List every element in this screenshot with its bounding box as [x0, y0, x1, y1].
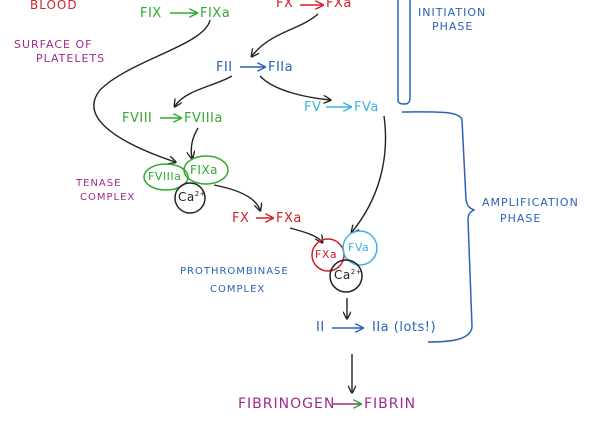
prothrombinase-ca: Ca2+: [334, 268, 362, 282]
tenase-fixa-circle: [183, 155, 229, 185]
tenase-fviiia: FVIIIa: [148, 170, 182, 183]
tenase-label-line2: COMPLEX: [80, 192, 136, 203]
fxa-top-label: FXa: [326, 0, 352, 11]
surface-label-line2: PLATELETS: [36, 52, 106, 65]
fibrin-label: FIBRIN: [364, 396, 417, 412]
fv-label: FV: [304, 100, 322, 115]
surface-label-line1: SURFACE OF: [14, 38, 93, 51]
fiia-label: FIIa: [268, 60, 294, 75]
tenase-ca-charge: 2+: [194, 190, 207, 198]
fviii-label: FVIII: [122, 111, 153, 126]
prothrombinase-fxa: FXa: [315, 248, 338, 261]
prothrombinase-label-line1: PROTHROMBINASE: [180, 266, 289, 277]
ii-label: II: [316, 320, 325, 335]
initiation-bracket: [397, 0, 411, 105]
fxa-mid-label: FXa: [276, 211, 302, 226]
fva-label: FVa: [354, 100, 379, 115]
prothrombinase-ca-circle: [329, 259, 363, 293]
arrow-fxa-to-fii: [252, 13, 319, 56]
iia-label: IIa (lots!): [372, 320, 437, 335]
prothrombinase-fva-circle: [342, 230, 378, 266]
arrow-tenase-to-fx: [213, 184, 260, 210]
tenase-fviiia-circle: [143, 163, 189, 191]
arrow-fxa-to-prothrombinase: [289, 227, 322, 242]
amplification-label-line2: PHASE: [500, 212, 542, 225]
prothrombinase-ca-charge: 2+: [350, 268, 363, 276]
amplification-bracket: [401, 111, 476, 343]
tenase-ca-text: Ca: [178, 190, 195, 204]
arrow-fiia-to-fviii: [175, 75, 233, 106]
fii-label: FII: [216, 60, 233, 75]
blood-label: BLOOD: [30, 0, 78, 12]
tenase-label-line1: TENASE: [76, 178, 122, 189]
initiation-label-line2: PHASE: [432, 20, 474, 33]
fibrinogen-label: FIBRINOGEN: [238, 396, 336, 412]
prothrombinase-fva: FVa: [348, 241, 370, 254]
initiation-label-line1: INITIATION: [418, 6, 487, 19]
amplification-label-line1: AMPLIFICATION: [482, 196, 579, 209]
fix-label: FIX: [140, 6, 162, 21]
arrow-fva-to-prothrombinase: [352, 115, 387, 232]
prothrombinase-label-line2: COMPLEX: [210, 284, 266, 295]
fx-top-label: FX: [276, 0, 294, 11]
prothrombinase-ca-text: Ca: [334, 268, 351, 282]
fx-mid-label: FX: [232, 211, 250, 226]
arrow-fviiia-to-tenase: [191, 127, 199, 158]
tenase-ca: Ca2+: [178, 190, 206, 204]
tenase-fixa: FIXa: [190, 163, 219, 177]
fviiia-label: FVIIIa: [184, 111, 223, 126]
fixa-label: FIXa: [200, 6, 231, 21]
arrow-fiia-to-fv: [259, 75, 330, 100]
tenase-ca-circle: [174, 182, 206, 214]
arrow-fixa-to-fii: [93, 19, 211, 162]
